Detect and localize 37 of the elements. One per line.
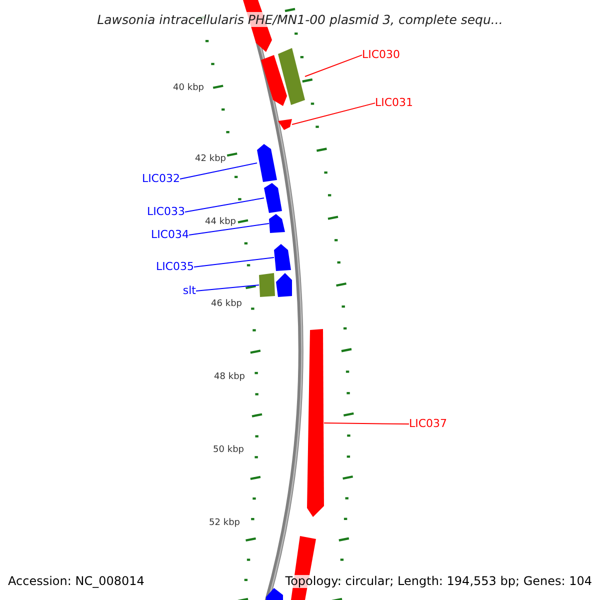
- gene-label: LIC037: [409, 418, 448, 430]
- leader-line: [184, 198, 264, 213]
- leader-line: [180, 162, 258, 180]
- leader-line: [194, 257, 274, 268]
- leader-line: [196, 284, 260, 292]
- scale-label: 52 kbp: [209, 518, 240, 528]
- scale-label: 50 kbp: [213, 446, 244, 456]
- gene-label: LIC032: [142, 173, 180, 186]
- gene-feature: [264, 183, 282, 213]
- gene-feature: [278, 48, 305, 105]
- leader-line: [292, 102, 376, 125]
- scale-label: 46 kbp: [211, 300, 242, 310]
- gene-feature: [259, 273, 275, 297]
- gene-feature: [266, 588, 283, 600]
- gene-label: LIC030: [362, 49, 400, 62]
- scale-label: 44 kbp: [205, 218, 236, 228]
- leader-line: [188, 223, 270, 236]
- accession-text: Accession: NC_008014: [8, 574, 144, 588]
- gene-feature: [269, 214, 285, 233]
- leader-line: [304, 54, 362, 77]
- scale-label: 48 kbp: [214, 372, 245, 382]
- gene-label: LIC035: [156, 261, 194, 274]
- topology-text: Topology: circular; Length: 194,553 bp; Genes: 104: [285, 574, 592, 588]
- gene-label: LIC034: [150, 229, 189, 242]
- gene-label: slt: [182, 285, 196, 298]
- gene-label: LIC031: [375, 97, 414, 110]
- leader-line: [324, 422, 410, 425]
- gene-feature: [261, 55, 287, 106]
- scale-label: 42 kbp: [195, 154, 226, 164]
- gene-feature: [257, 144, 277, 182]
- gene-label: LIC033: [146, 206, 185, 218]
- gene-feature: [307, 329, 324, 517]
- gene-feature: [278, 119, 292, 130]
- gene-feature: [274, 244, 291, 271]
- gene-feature: [276, 273, 292, 297]
- map-title: Lawsonia intracellularis PHE/MN1-00 plasmid 3, complete sequ...: [97, 12, 503, 27]
- scale-label: 40 kbp: [173, 84, 204, 94]
